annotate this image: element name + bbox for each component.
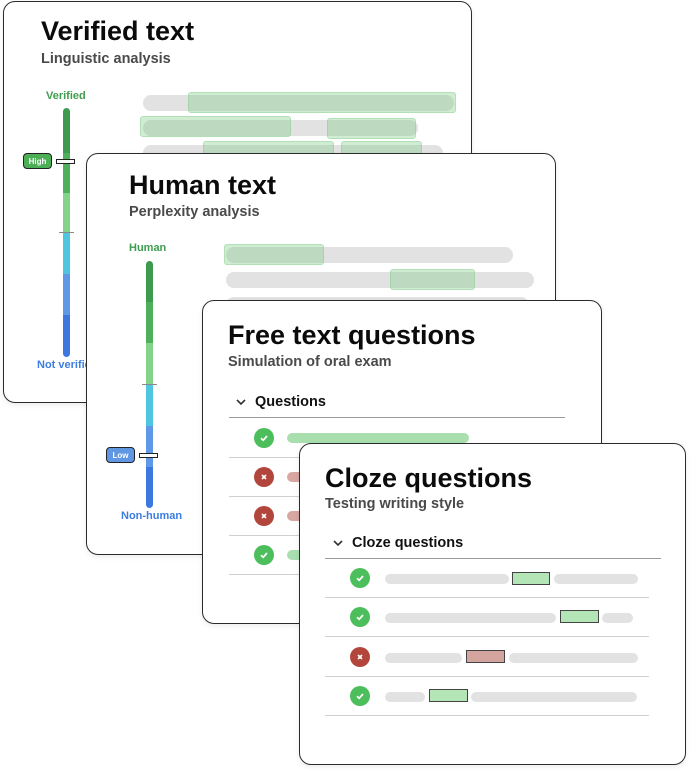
cloze-answer bbox=[466, 650, 505, 663]
gauge-bottom-label: Not verified bbox=[37, 359, 98, 371]
check-icon bbox=[254, 428, 274, 448]
gauge-top-label: Verified bbox=[46, 90, 86, 102]
section-label: Questions bbox=[255, 394, 326, 410]
check-icon bbox=[350, 568, 370, 588]
card-subtitle: Linguistic analysis bbox=[41, 51, 171, 67]
cloze-questions-card: Cloze questions Testing writing style Cl… bbox=[299, 443, 686, 765]
cloze-answer bbox=[560, 610, 599, 623]
cross-icon bbox=[254, 467, 274, 487]
cross-icon bbox=[254, 506, 274, 526]
cloze-section-toggle[interactable]: Cloze questions bbox=[332, 535, 463, 551]
card-subtitle: Simulation of oral exam bbox=[228, 354, 392, 370]
card-title: Verified text bbox=[41, 16, 195, 46]
gauge-top-label: Human bbox=[129, 242, 167, 254]
gauge-marker bbox=[56, 159, 75, 164]
level-badge: Low bbox=[106, 447, 135, 463]
check-icon bbox=[350, 686, 370, 706]
check-icon bbox=[350, 607, 370, 627]
gauge-bottom-label: Non-human bbox=[121, 510, 183, 522]
level-badge: High bbox=[23, 153, 52, 169]
section-label: Cloze questions bbox=[352, 535, 464, 551]
check-icon bbox=[254, 545, 274, 565]
card-subtitle: Testing writing style bbox=[325, 496, 465, 512]
card-title: Human text bbox=[129, 170, 277, 200]
cloze-answer bbox=[429, 689, 468, 702]
card-title: Free text questions bbox=[228, 320, 476, 350]
questions-section-toggle[interactable]: Questions bbox=[235, 394, 326, 410]
cross-icon bbox=[350, 647, 370, 667]
card-title: Cloze questions bbox=[325, 463, 533, 493]
chevron-down-icon bbox=[236, 399, 246, 406]
chevron-down-icon bbox=[333, 540, 343, 547]
gauge-marker bbox=[139, 453, 158, 458]
card-subtitle: Perplexity analysis bbox=[129, 204, 260, 220]
cloze-answer bbox=[512, 572, 550, 585]
